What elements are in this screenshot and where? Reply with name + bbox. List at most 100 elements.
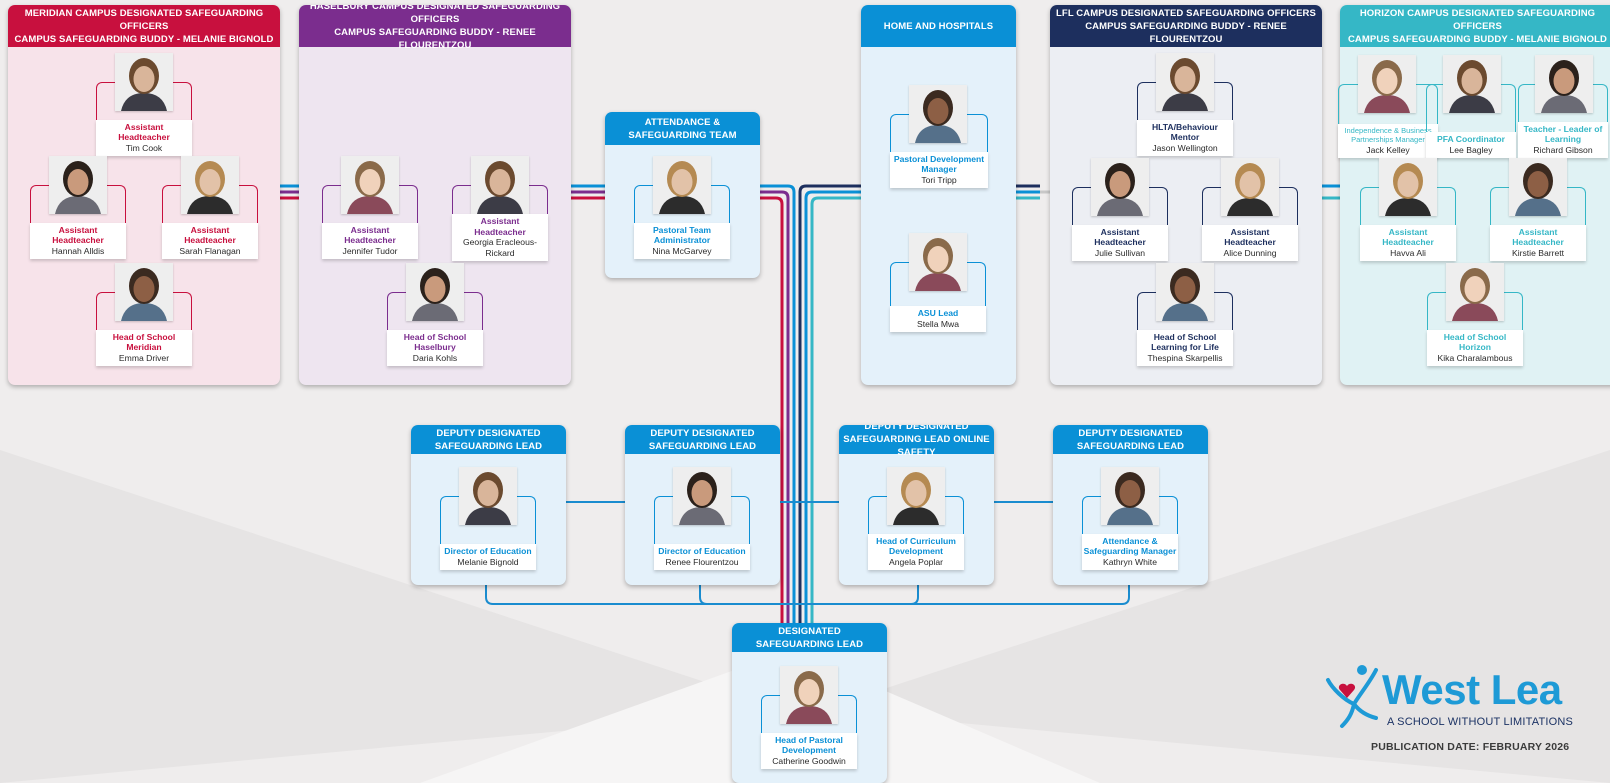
card-label: Head of Curriculum Development Angela Po… [868, 533, 964, 570]
person-card-emma-driver: Head of School Meridian Emma Driver [96, 263, 192, 366]
card-label: Head of School Haselbury Daria Kohls [387, 329, 483, 366]
portrait-placeholder-icon [1221, 158, 1279, 216]
deputy-1-header-line1: DEPUTY DESIGNATED [436, 427, 541, 439]
person-card-kirstie-barrett: Assistant Headteacher Kirstie Barrett [1490, 158, 1586, 261]
card-label: Pastoral Team Administrator Nina McGarve… [634, 222, 730, 259]
person-role: HLTA/Behaviour Mentor [1151, 121, 1219, 143]
person-role: Assistant Headteacher [1094, 226, 1146, 248]
attendance-panel-header: ATTENDANCE & SAFEGUARDING TEAM [605, 112, 760, 145]
person-card-daria-kohls: Head of School Haselbury Daria Kohls [387, 263, 483, 366]
publication-date: PUBLICATION DATE: FEBRUARY 2026 [1371, 741, 1570, 753]
meridian-panel-header: MERIDIAN CAMPUS DESIGNATED SAFEGUARDING … [8, 5, 280, 47]
person-card-alice-dunning: Assistant Headteacher Alice Dunning [1202, 158, 1298, 261]
meridian-header-line1: MERIDIAN CAMPUS DESIGNATED SAFEGUARDING … [24, 7, 264, 32]
photo-kathryn-white [1101, 467, 1159, 525]
haselbury-header-line2: CAMPUS SAFEGUARDING BUDDY - RENEE FLOURE… [334, 27, 536, 51]
person-name: Stella Mwa [916, 318, 960, 329]
person-name: Kika Charalambous [1437, 352, 1513, 363]
attendance-header-line2: SAFEGUARDING TEAM [628, 129, 737, 141]
person-role: Teacher - Leader of Learning [1523, 123, 1603, 145]
portrait-placeholder-icon [1091, 158, 1149, 216]
person-name: Sarah Flanagan [179, 245, 241, 256]
horizon-header-line2: CAMPUS SAFEGUARDING BUDDY - MELANIE BIGN… [1347, 33, 1608, 45]
person-card-havva-ali: Assistant Headteacher Havva Ali [1360, 158, 1456, 261]
person-card-lee-bagley: PFA Coordinator Lee Bagley [1426, 55, 1516, 158]
person-card-kika-charalambous: Head of School Horizon Kika Charalambous [1427, 263, 1523, 366]
deputy-2-header-line2: SAFEGUARDING LEAD [648, 440, 757, 452]
person-card-angela-poplar: Head of Curriculum Development Angela Po… [868, 467, 964, 570]
photo-lee-bagley [1443, 55, 1501, 113]
person-card-melanie-bignold: Director of Education Melanie Bignold [440, 467, 536, 570]
home-hospitals-panel-header: HOME AND HOSPITALS [861, 5, 1016, 47]
photo-kirstie-barrett [1509, 158, 1567, 216]
person-role: Head of Pastoral Development [775, 734, 843, 756]
person-name: Havva Ali [1390, 247, 1426, 258]
haselbury-header-line1: HASELBURY CAMPUS DESIGNATED SAFEGUARDING… [309, 5, 561, 25]
person-name: Georgia Eracleous- Rickard [462, 237, 538, 258]
card-label: Assistant Headteacher Jennifer Tudor [322, 222, 418, 259]
person-name: Jack Kelley [1366, 144, 1410, 155]
card-label: Attendance & Safeguarding Manager Kathry… [1082, 533, 1178, 570]
person-role: Assistant Headteacher [344, 224, 396, 246]
person-role: Assistant Headteacher [474, 216, 526, 237]
person-name: Tori Tripp [921, 174, 957, 185]
deputy-panel-2-header: DEPUTY DESIGNATED SAFEGUARDING LEAD [625, 425, 780, 454]
person-card-kathryn-white: Attendance & Safeguarding Manager Kathry… [1082, 467, 1178, 570]
meridian-header-line2: CAMPUS SAFEGUARDING BUDDY - MELANIE BIGN… [14, 33, 274, 45]
horizon-panel-header: HORIZON CAMPUS DESIGNATED SAFEGUARDING O… [1340, 5, 1610, 47]
photo-catherine-goodwin [780, 666, 838, 724]
person-card-jack-kelley: Independence & Business Partnerships Man… [1338, 55, 1438, 158]
portrait-placeholder-icon [673, 467, 731, 525]
portrait-placeholder-icon [653, 156, 711, 214]
logo-tagline: A SCHOOL WITHOUT LIMITATIONS [1387, 716, 1574, 728]
card-label: Head of Pastoral Development Catherine G… [761, 732, 857, 769]
person-card-nina-mcgarvey: Pastoral Team Administrator Nina McGarve… [634, 156, 730, 259]
person-name: Lee Bagley [1449, 144, 1493, 155]
photo-emma-driver [115, 263, 173, 321]
photo-stella-mwa [909, 233, 967, 291]
portrait-placeholder-icon [115, 53, 173, 111]
horizon-header-line1: HORIZON CAMPUS DESIGNATED SAFEGUARDING O… [1359, 7, 1596, 32]
person-name: Renee Flourentzou [665, 556, 739, 567]
attendance-header-line1: ATTENDANCE & [644, 116, 721, 128]
card-label: ASU Lead Stella Mwa [890, 306, 986, 332]
deputy-4-header-line2: SAFEGUARDING LEAD [1076, 440, 1185, 452]
deputy-panel-1-header: DEPUTY DESIGNATED SAFEGUARDING LEAD [411, 425, 566, 454]
person-role: Assistant Headteacher [118, 121, 170, 143]
portrait-placeholder-icon [1446, 263, 1504, 321]
card-label: Assistant Headteacher Kirstie Barrett [1490, 224, 1586, 261]
photo-julie-sullivan [1091, 158, 1149, 216]
person-name: Angela Poplar [889, 556, 943, 567]
card-label: Head of School Learning for Life Thespin… [1137, 329, 1233, 366]
person-card-julie-sullivan: Assistant Headteacher Julie Sullivan [1072, 158, 1168, 261]
photo-angela-poplar [887, 467, 945, 525]
person-card-catherine-goodwin: Head of Pastoral Development Catherine G… [761, 666, 857, 769]
haselbury-panel-header: HASELBURY CAMPUS DESIGNATED SAFEGUARDING… [299, 5, 571, 51]
person-name: Nina McGarvey [652, 245, 712, 256]
photo-nina-mcgarvey [653, 156, 711, 214]
person-role: Assistant Headteacher [184, 224, 236, 246]
person-name: Hannah Alldis [51, 245, 105, 256]
portrait-placeholder-icon [181, 156, 239, 214]
person-role: Assistant Headteacher [52, 224, 104, 246]
portrait-placeholder-icon [1156, 53, 1214, 111]
person-name: Melanie Bignold [457, 556, 519, 567]
photo-kika-charalambous [1446, 263, 1504, 321]
portrait-placeholder-icon [887, 467, 945, 525]
card-label: Assistant Headteacher Tim Cook [96, 119, 192, 156]
photo-melanie-bignold [459, 467, 517, 525]
person-role: Pastoral Team Administrator [652, 224, 712, 246]
person-name: Kathryn White [1103, 556, 1157, 567]
portrait-placeholder-icon [909, 85, 967, 143]
portrait-placeholder-icon [1443, 55, 1501, 113]
person-card-sarah-flanagan: Assistant Headteacher Sarah Flanagan [162, 156, 258, 259]
photo-sarah-flanagan [181, 156, 239, 214]
portrait-placeholder-icon [459, 467, 517, 525]
photo-hannah-alldis [49, 156, 107, 214]
portrait-placeholder-icon [1379, 158, 1437, 216]
deputy-panel-4-header: DEPUTY DESIGNATED SAFEGUARDING LEAD [1053, 425, 1208, 454]
portrait-placeholder-icon [1358, 55, 1416, 113]
photo-renee-flourentzou [673, 467, 731, 525]
card-label: Assistant Headteacher Sarah Flanagan [162, 222, 258, 259]
